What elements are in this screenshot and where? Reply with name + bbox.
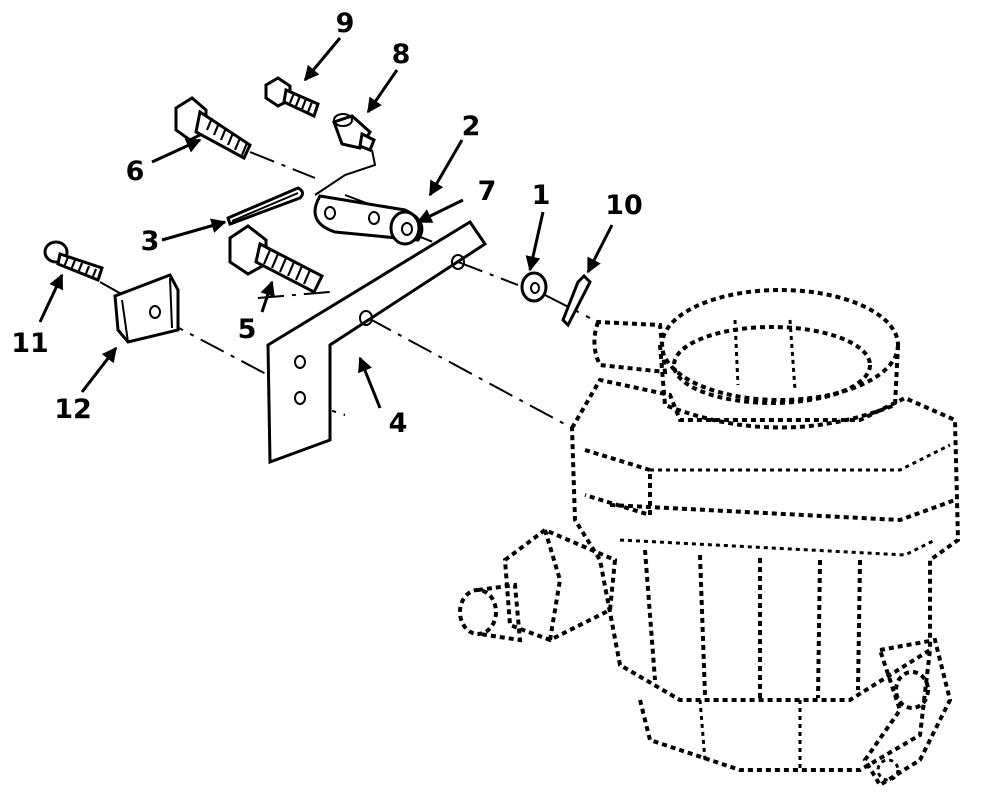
callout-1: 1 xyxy=(532,180,551,211)
callout-10: 10 xyxy=(605,190,643,221)
callout-6: 6 xyxy=(126,156,145,187)
cotter-pin-3 xyxy=(226,186,305,226)
bolt-6 xyxy=(174,96,252,161)
spacer-8 xyxy=(332,113,376,152)
leader-lines xyxy=(38,37,614,409)
callout-11: 11 xyxy=(11,328,49,359)
callout-5: 5 xyxy=(238,314,257,345)
carburetor-phantom-outline xyxy=(458,288,961,788)
washer-7 xyxy=(389,210,421,246)
bolt-5 xyxy=(228,224,325,295)
clip-12 xyxy=(113,273,180,344)
callout-3: 3 xyxy=(141,226,160,257)
callout-8: 8 xyxy=(392,39,411,70)
callout-labels: 1 2 3 4 5 6 7 8 9 10 11 12 xyxy=(11,8,643,439)
callout-9: 9 xyxy=(336,8,355,39)
screw-11 xyxy=(43,240,104,282)
callout-2: 2 xyxy=(462,111,481,142)
bolt-9 xyxy=(264,76,320,119)
callout-4: 4 xyxy=(389,408,408,439)
callout-7: 7 xyxy=(478,176,497,207)
cotter-pin-10 xyxy=(561,273,592,328)
callout-12: 12 xyxy=(54,394,92,425)
mounting-bracket xyxy=(266,219,488,465)
washer-1 xyxy=(520,271,548,303)
